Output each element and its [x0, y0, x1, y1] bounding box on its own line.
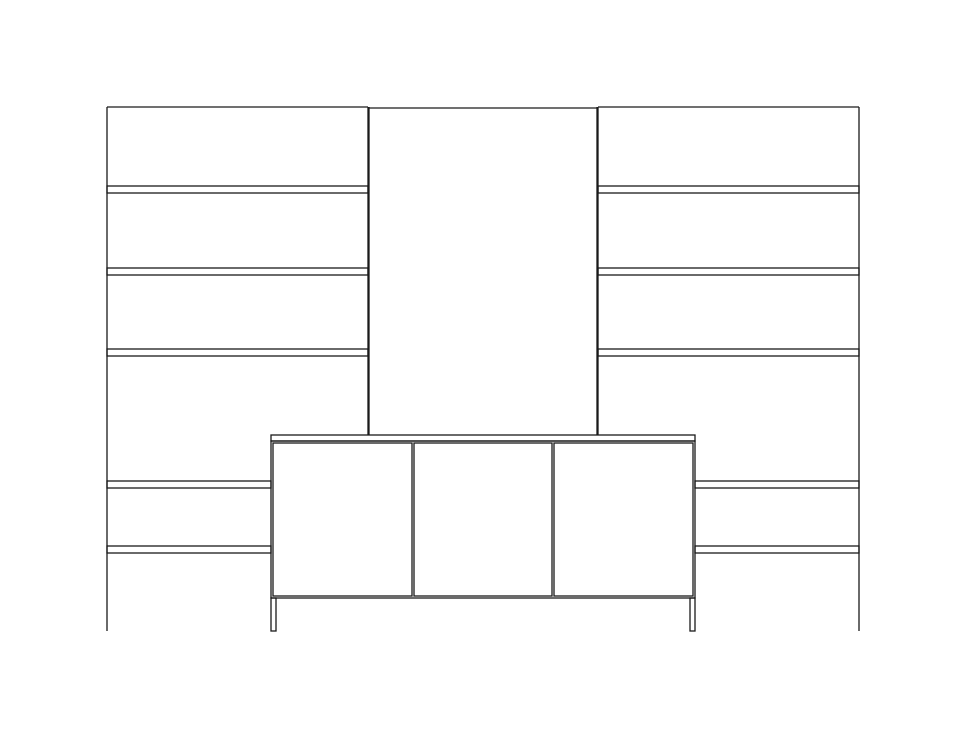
left-shelf-2	[106, 267, 369, 276]
credenza-door-middle	[413, 442, 553, 597]
left-shelf-4	[106, 480, 272, 489]
credenza-body	[270, 440, 696, 599]
left-shelving-unit	[106, 106, 369, 631]
left-shelf-3	[106, 348, 369, 357]
credenza-door-left	[272, 442, 413, 597]
credenza-leg-left	[270, 597, 277, 632]
center-panel	[368, 107, 598, 435]
right-shelf-3	[597, 348, 860, 357]
credenza	[270, 434, 696, 632]
credenza-top	[270, 434, 696, 442]
right-shelf-4	[694, 480, 860, 489]
right-shelving-unit	[597, 106, 860, 631]
credenza-door-right	[553, 442, 694, 597]
left-shelf-5	[106, 545, 272, 554]
left-shelf-1	[106, 185, 369, 194]
right-shelf-1	[597, 185, 860, 194]
right-shelf-2	[597, 267, 860, 276]
credenza-leg-right	[689, 597, 696, 632]
right-shelf-5	[694, 545, 860, 554]
